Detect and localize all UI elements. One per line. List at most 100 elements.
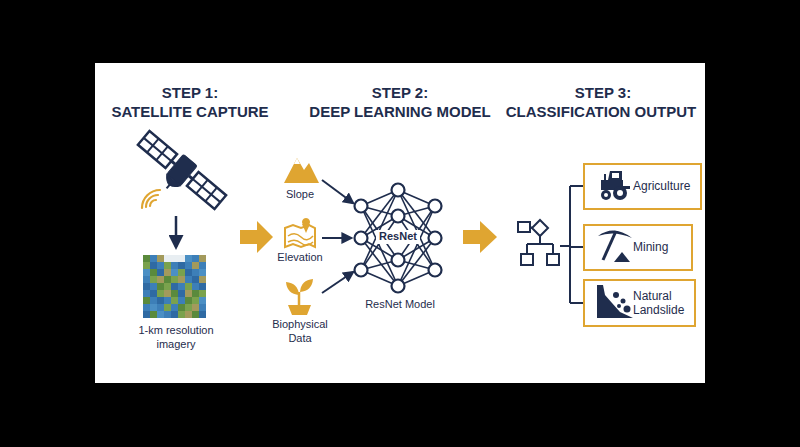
step-heading: DEEP LEARNING MODEL — [300, 103, 500, 122]
earth-pixel — [171, 262, 178, 269]
icon-label: Biophysical Data — [264, 318, 336, 346]
earth-pixel — [185, 276, 192, 283]
earth-pixel — [199, 269, 206, 276]
earth-pixel — [157, 255, 164, 262]
earth-pixel — [185, 269, 192, 276]
step-heading: STEP 3: — [503, 84, 703, 103]
earth-pixel — [164, 304, 171, 311]
satellite-icon — [128, 128, 228, 221]
earth-pixel — [192, 262, 199, 269]
earth-pixel — [199, 255, 206, 262]
category-label: Mining — [633, 240, 668, 254]
earth-pixel — [150, 311, 157, 318]
earth-pixel — [150, 262, 157, 269]
earth-pixel — [143, 290, 150, 297]
earth-pixel — [192, 304, 199, 311]
earth-pixel — [150, 304, 157, 311]
earth-pixel — [143, 311, 150, 318]
earth-pixel — [157, 311, 164, 318]
earth-pixel — [178, 304, 185, 311]
input-arrows — [322, 180, 353, 293]
earth-pixel — [178, 283, 185, 290]
earth-pixel — [143, 262, 150, 269]
earth-pixel — [192, 283, 199, 290]
earth-pixel — [164, 283, 171, 290]
earth-pixel — [192, 311, 199, 318]
icon-label: 1-km resolution imagery — [128, 324, 224, 352]
earth-pixel — [192, 276, 199, 283]
earth-pixel — [171, 283, 178, 290]
neural-network-icon — [355, 184, 442, 293]
signal-waves — [142, 190, 160, 208]
earth-pixel — [164, 262, 171, 269]
decision-tree-icon — [518, 220, 559, 265]
network-neuron — [392, 254, 405, 267]
earth-pixel — [143, 297, 150, 304]
category-box: Mining — [583, 224, 693, 271]
icon-label: Elevation — [265, 251, 335, 265]
earth-pixel — [185, 297, 192, 304]
step-heading: CLASSIFICATION OUTPUT — [501, 103, 701, 122]
earth-pixel — [199, 304, 206, 311]
step-heading: STEP 2: — [300, 84, 500, 103]
earth-pixel — [178, 311, 185, 318]
earth-pixel — [199, 283, 206, 290]
earth-pixel — [199, 290, 206, 297]
network-neuron — [429, 264, 442, 277]
earth-pixel — [178, 297, 185, 304]
network-neuron — [392, 280, 405, 293]
earth-pixel — [143, 269, 150, 276]
earth-pixel — [143, 304, 150, 311]
earth-pixel — [185, 304, 192, 311]
landslide-icon — [597, 285, 633, 318]
category-box: Agriculture — [583, 163, 702, 210]
step-heading: STEP 1: — [90, 84, 290, 103]
earth-pixel — [199, 297, 206, 304]
earth-pixel — [164, 255, 171, 262]
earth-pixel — [171, 276, 178, 283]
network-neuron — [392, 184, 405, 197]
earth-pixel — [171, 297, 178, 304]
earth-pixel — [199, 311, 206, 318]
model-name: ResNet — [376, 230, 420, 244]
icon-label: ResNet Model — [350, 298, 450, 312]
earth-pixel — [164, 276, 171, 283]
elevation-icon — [285, 218, 315, 247]
earth-pixel — [178, 262, 185, 269]
category-label: Natural Landslide — [633, 289, 688, 318]
step-heading: SATELLITE CAPTURE — [90, 103, 290, 122]
earth-pixel — [143, 283, 150, 290]
icon-label: Slope — [265, 188, 335, 202]
earth-pixel — [192, 269, 199, 276]
network-neuron — [355, 232, 368, 245]
earth-pixel — [157, 290, 164, 297]
earth-pixel — [178, 290, 185, 297]
earth-pixel — [143, 255, 150, 262]
earth-pixel — [185, 283, 192, 290]
category-label: Agriculture — [633, 179, 690, 193]
earth-pixel — [150, 283, 157, 290]
earth-pixel — [192, 290, 199, 297]
category-box: Natural Landslide — [583, 279, 696, 327]
earth-pixel — [157, 276, 164, 283]
network-neuron — [429, 200, 442, 213]
earth-pixel — [178, 276, 185, 283]
earth-pixel — [157, 262, 164, 269]
step-arrow — [463, 221, 497, 253]
earth-pixel — [185, 311, 192, 318]
earth-pixel — [171, 311, 178, 318]
earth-pixel — [171, 304, 178, 311]
earth-pixel — [164, 311, 171, 318]
pixel-earth — [143, 255, 206, 318]
earth-pixel — [192, 255, 199, 262]
earth-pixel — [164, 290, 171, 297]
earth-pixel — [157, 283, 164, 290]
earth-pixel — [150, 290, 157, 297]
network-neuron — [429, 232, 442, 245]
earth-pixel — [150, 297, 157, 304]
down-arrow — [175, 216, 178, 247]
earth-pixel — [185, 290, 192, 297]
earth-pixel — [157, 304, 164, 311]
earth-pixel — [164, 297, 171, 304]
